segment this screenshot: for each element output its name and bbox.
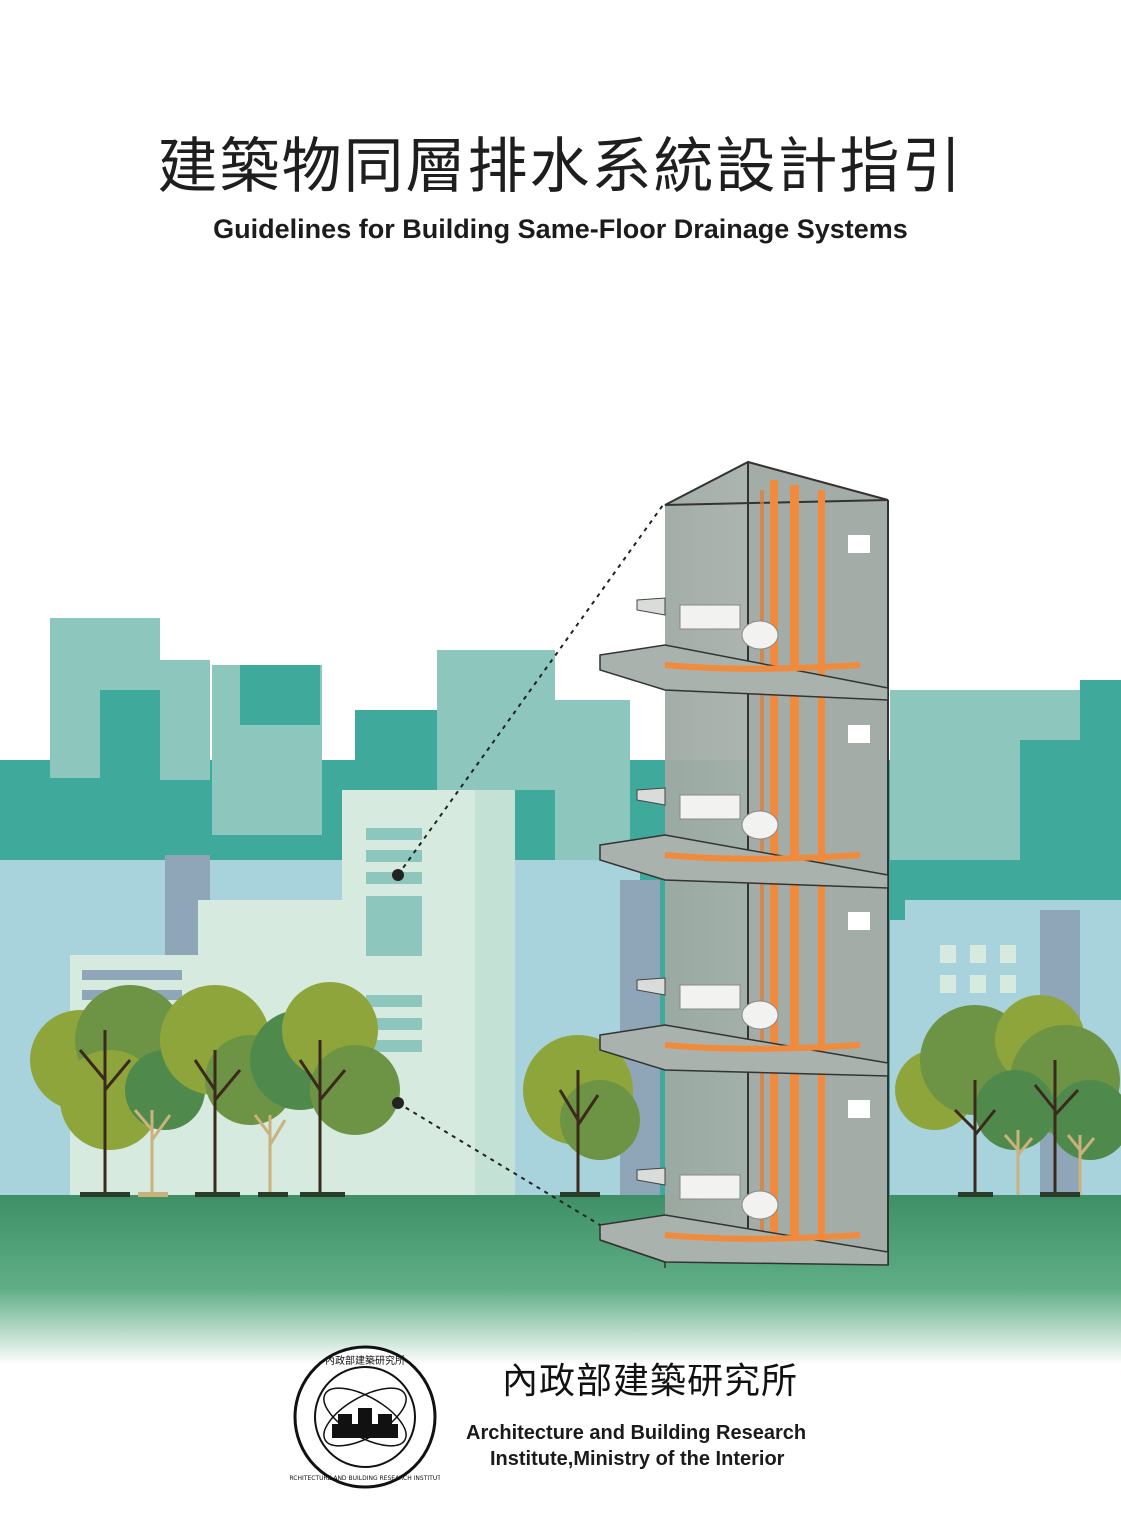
trees-left: [30, 982, 400, 1197]
svg-text:ARCHITECTURE AND BUILDING RESE: ARCHITECTURE AND BUILDING RESEARCH INSTI…: [290, 1475, 440, 1482]
publisher-name-english-line1: Architecture and Building Research: [466, 1422, 807, 1444]
institute-seal-logo: 內政部建築研究所 ARCHITECTURE AND BUILDING RESEA…: [290, 1345, 440, 1489]
callout-lines: [392, 504, 664, 1226]
floor-slab: [599, 597, 889, 701]
publisher-block: 內政部建築研究所 ARCHITECTURE AND BUILDING RESEA…: [290, 1342, 870, 1492]
svg-text:內政部建築研究所: 內政部建築研究所: [325, 1354, 405, 1367]
publisher-name-english-line2: Institute,Ministry of the Interior: [490, 1448, 785, 1470]
floor-slab: [599, 977, 889, 1077]
ground: [0, 1195, 1121, 1365]
title-english: Guidelines for Building Same-Floor Drain…: [213, 214, 908, 244]
title-chinese: 建築物同層排水系統設計指引: [157, 132, 964, 202]
floor-slab: [599, 787, 889, 889]
tree-middle: [523, 1035, 640, 1197]
building-section: [599, 460, 889, 1268]
publisher-name-chinese: 內政部建築研究所: [502, 1361, 799, 1402]
trees-right: [895, 995, 1121, 1197]
